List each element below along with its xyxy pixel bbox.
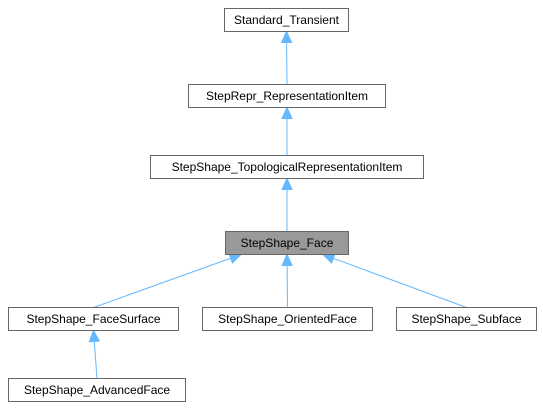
node-label-stepshape-orientedface: StepShape_OrientedFace — [218, 312, 357, 326]
edge-arrowhead-stepshape-orientedface-to-stepshape-face — [281, 253, 293, 267]
node-label-standard-transient: Standard_Transient — [234, 13, 340, 27]
node-label-stepshape-face: StepShape_Face — [241, 236, 334, 250]
node-box-stepshape-orientedface[interactable] — [202, 307, 373, 331]
edge-arrowhead-steprepr-representationitem-to-standard-transient — [280, 30, 293, 44]
node-box-stepshape-face — [225, 231, 349, 255]
edge-line-stepshape-subface-to-stepshape-face — [333, 257, 467, 308]
class-nodes: Standard_Transient StepRepr_Representati… — [8, 8, 537, 402]
node-label-steprepr-representationitem: StepRepr_RepresentationItem — [206, 89, 368, 103]
node-stepshape-face: StepShape_Face — [225, 231, 349, 255]
node-label-stepshape-facesurface: StepShape_FaceSurface — [26, 312, 160, 326]
node-stepshape-facesurface[interactable]: StepShape_FaceSurface — [8, 307, 179, 331]
node-box-stepshape-topologicalrepresentationitem[interactable] — [150, 155, 424, 179]
inheritance-edges — [88, 30, 467, 379]
node-stepshape-orientedface[interactable]: StepShape_OrientedFace — [202, 307, 373, 331]
node-steprepr-representationitem[interactable]: StepRepr_RepresentationItem — [188, 84, 386, 108]
node-label-stepshape-subface: StepShape_Subface — [411, 312, 521, 326]
node-label-stepshape-advancedface: StepShape_AdvancedFace — [24, 383, 170, 397]
edge-arrowhead-stepshape-advancedface-to-stepshape-facesurface — [88, 329, 101, 343]
node-box-standard-transient[interactable] — [224, 8, 349, 32]
node-stepshape-advancedface[interactable]: StepShape_AdvancedFace — [8, 378, 186, 402]
edge-arrowhead-stepshape-face-to-stepshape-topologicalrepresentationitem — [281, 177, 293, 190]
node-stepshape-topologicalrepresentationitem[interactable]: StepShape_TopologicalRepresentationItem — [150, 155, 424, 179]
edge-arrowhead-stepshape-topologicalrepresentationitem-to-steprepr-representationitem — [281, 106, 293, 119]
node-label-stepshape-topologicalrepresentationitem: StepShape_TopologicalRepresentationItem — [172, 160, 403, 174]
node-standard-transient[interactable]: Standard_Transient — [224, 8, 349, 32]
node-box-stepshape-facesurface[interactable] — [8, 307, 179, 331]
node-box-stepshape-subface[interactable] — [396, 307, 537, 331]
edge-line-stepshape-facesurface-to-stepshape-face — [93, 257, 231, 308]
node-box-stepshape-advancedface[interactable] — [8, 378, 186, 402]
edge-line-stepshape-advancedface-to-stepshape-facesurface — [93, 341, 98, 379]
edge-arrowhead-stepshape-subface-to-stepshape-face — [321, 253, 336, 264]
node-box-steprepr-representationitem[interactable] — [188, 84, 386, 108]
node-stepshape-subface[interactable]: StepShape_Subface — [396, 307, 537, 331]
